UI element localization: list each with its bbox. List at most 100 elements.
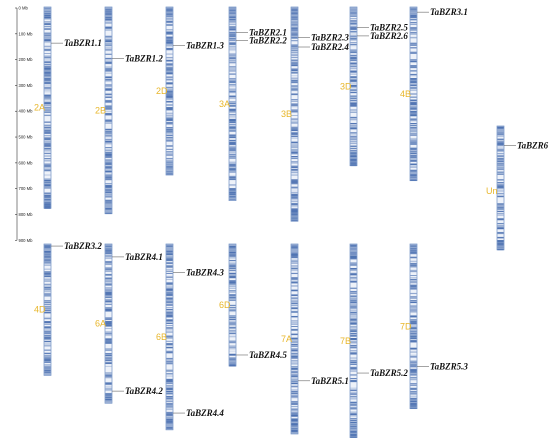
- density-band: [105, 285, 112, 286]
- density-band: [229, 272, 236, 275]
- density-band: [350, 42, 357, 44]
- density-band: [166, 397, 173, 398]
- density-band: [291, 386, 298, 388]
- density-band: [350, 76, 357, 78]
- density-band: [291, 138, 298, 139]
- density-band: [350, 63, 357, 65]
- density-band: [410, 348, 417, 350]
- density-band: [410, 285, 417, 288]
- density-band: [350, 67, 357, 69]
- density-band: [44, 255, 51, 257]
- density-band: [166, 93, 173, 95]
- density-band: [229, 25, 236, 28]
- density-band: [166, 335, 173, 337]
- density-band: [229, 150, 236, 152]
- density-band: [497, 138, 504, 140]
- density-band: [166, 323, 173, 324]
- density-band: [166, 392, 173, 394]
- density-band: [44, 134, 51, 137]
- density-band: [166, 70, 173, 72]
- density-band: [350, 291, 357, 293]
- density-band: [166, 159, 173, 161]
- density-band: [350, 305, 357, 307]
- density-band: [166, 67, 173, 69]
- density-band: [105, 360, 112, 362]
- density-band: [166, 37, 173, 39]
- density-band: [410, 276, 417, 278]
- density-band: [44, 178, 51, 180]
- density-band: [410, 363, 417, 365]
- density-band: [291, 333, 298, 336]
- density-band: [291, 171, 298, 173]
- density-band: [350, 344, 357, 346]
- density-band: [166, 98, 173, 99]
- density-band: [291, 115, 298, 116]
- density-band: [105, 348, 112, 350]
- chromosome-Un: Un: [486, 125, 505, 251]
- density-band: [44, 187, 51, 189]
- density-band: [44, 312, 51, 314]
- density-band: [350, 273, 357, 276]
- density-band: [497, 188, 504, 190]
- density-band: [229, 37, 236, 39]
- density-band: [291, 392, 298, 394]
- density-band: [291, 401, 298, 403]
- density-band: [291, 342, 298, 344]
- density-band: [105, 110, 112, 112]
- density-band: [105, 161, 112, 163]
- density-band: [410, 84, 417, 86]
- density-band: [44, 68, 51, 69]
- density-band: [291, 141, 298, 144]
- density-band: [105, 47, 112, 49]
- density-band: [105, 283, 112, 285]
- density-band: [229, 347, 236, 349]
- density-band: [166, 341, 173, 342]
- density-band: [410, 390, 417, 393]
- density-band: [105, 7, 112, 20]
- chromosome-label: 7B: [340, 336, 351, 346]
- density-band: [291, 180, 298, 182]
- density-band: [105, 174, 112, 176]
- density-band: [350, 328, 357, 330]
- density-band: [105, 325, 112, 327]
- density-band: [291, 169, 298, 170]
- density-band: [410, 148, 417, 150]
- density-band: [350, 17, 357, 19]
- density-band: [166, 380, 173, 381]
- density-band: [497, 208, 504, 210]
- density-band: [350, 111, 357, 113]
- density-band: [229, 158, 236, 159]
- density-band: [291, 174, 298, 176]
- density-band: [229, 176, 236, 178]
- density-band: [44, 304, 51, 306]
- density-band: [410, 102, 417, 104]
- density-band: [166, 60, 173, 62]
- density-band: [44, 283, 51, 285]
- density-band: [410, 129, 417, 131]
- density-band: [166, 297, 173, 300]
- density-band: [291, 82, 298, 84]
- density-band: [410, 275, 417, 276]
- density-band: [291, 146, 298, 149]
- density-band: [291, 392, 298, 394]
- density-band: [229, 89, 236, 91]
- density-band: [291, 412, 298, 414]
- density-band: [44, 164, 51, 167]
- density-band: [44, 334, 51, 336]
- density-band: [166, 120, 173, 122]
- density-band: [291, 104, 298, 106]
- density-band: [497, 186, 504, 188]
- density-band: [291, 129, 298, 132]
- density-band: [350, 7, 357, 17]
- density-band: [105, 175, 112, 177]
- density-band: [291, 375, 298, 377]
- density-band: [166, 390, 173, 392]
- density-band: [44, 184, 51, 187]
- density-band: [410, 270, 417, 272]
- density-band: [166, 302, 173, 304]
- density-band: [350, 102, 357, 104]
- density-band: [291, 258, 298, 260]
- density-band: [350, 264, 357, 266]
- density-band: [291, 127, 298, 129]
- density-band: [44, 254, 51, 256]
